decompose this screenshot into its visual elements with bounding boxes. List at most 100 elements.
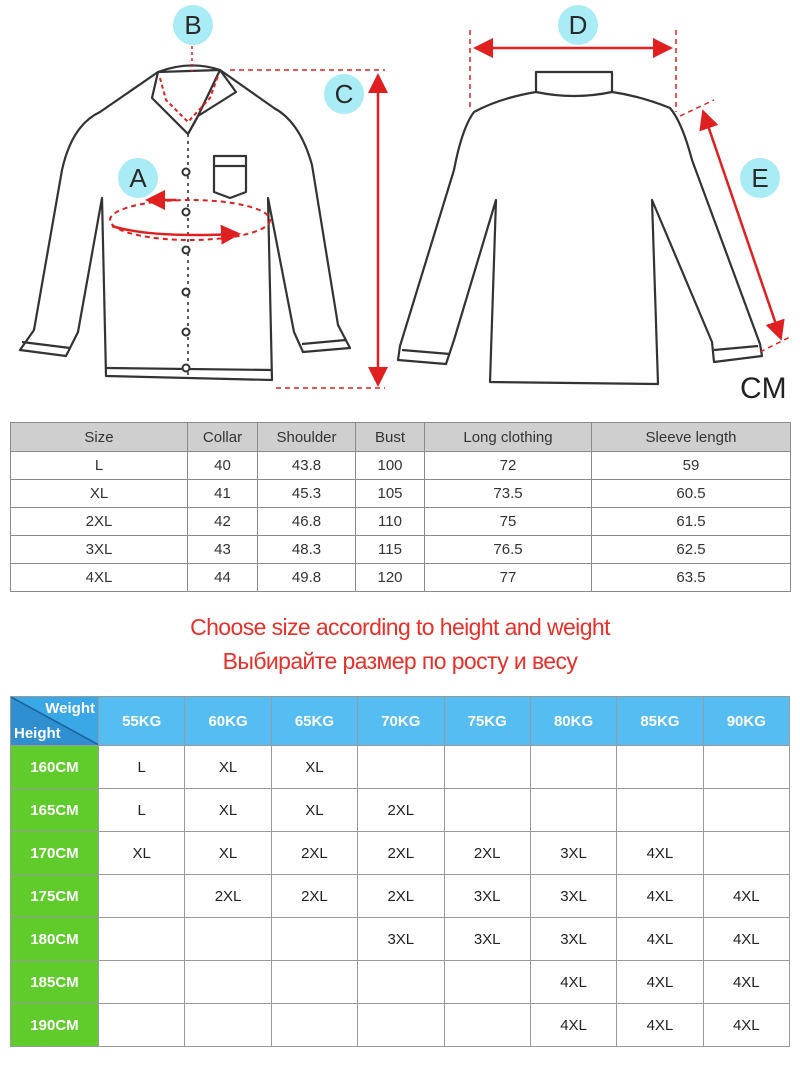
weight-header-cell: 65KG [270,696,359,746]
recommended-size-cell: 2XL [270,874,359,918]
recommended-size-cell: 4XL [529,1003,618,1047]
recommended-size-cell [616,745,704,789]
recommended-size-cell: 3XL [529,874,618,918]
recommended-size-cell: 4XL [702,917,791,961]
recommended-size-cell: L [97,745,186,789]
recommended-size-cell [443,788,531,832]
recommended-size-cell: 3XL [529,917,618,961]
measurement-cell: 73.5 [424,479,592,508]
weight-header-cell: 90KG [702,696,791,746]
recommended-size-cell [184,1003,272,1047]
height-cell: 190CM [10,1003,99,1047]
measurement-cell: 43 [187,535,258,564]
height-cell: 185CM [10,960,99,1004]
size-cell: XL [10,479,188,508]
height-cell: 175CM [10,874,99,918]
label-b-badge: B [173,5,213,45]
measurement-cell: 110 [355,507,425,536]
weight-header-cell: 80KG [529,696,618,746]
recommended-size-cell: 4XL [616,917,704,961]
weight-header-cell: 75KG [443,696,531,746]
header-collar: Collar [187,422,258,452]
back-shirt-outline [396,70,764,386]
recommended-size-cell [443,960,531,1004]
collar-measure-line [159,75,219,124]
recommended-size-cell: XL [184,831,272,875]
header-sleeve-length: Sleeve length [591,422,791,452]
corner-diagonal [11,697,98,745]
recommended-size-cell [97,874,186,918]
header-shoulder: Shoulder [257,422,356,452]
size-cell: 3XL [10,535,188,564]
sleeve-measure-arrow [699,109,785,341]
measurement-cell: 105 [355,479,425,508]
recommended-size-cell: 4XL [702,960,791,1004]
weight-header-cell: 85KG [616,696,704,746]
recommended-size-cell: 3XL [529,831,618,875]
recommended-size-cell [357,745,445,789]
recommended-size-cell [443,1003,531,1047]
measurement-cell: 46.8 [257,507,356,536]
measurement-cell: 62.5 [591,535,791,564]
size-cell: L [10,451,188,480]
recommended-size-cell: 2XL [270,831,359,875]
recommended-size-cell [357,960,445,1004]
recommended-size-cell: XL [184,788,272,832]
weight-header-cell: 70KG [357,696,445,746]
recommended-size-cell: 3XL [357,917,445,961]
measurement-cell: 61.5 [591,507,791,536]
height-cell: 180CM [10,917,99,961]
weight-height-corner: Weight Height [10,696,99,746]
recommended-size-cell [97,960,186,1004]
measurement-cell: 43.8 [257,451,356,480]
recommended-size-cell: 3XL [443,874,531,918]
recommended-size-cell [184,917,272,961]
recommended-size-cell: 2XL [357,874,445,918]
front-buttons [181,167,191,373]
size-chart-table: Size Collar Shoulder Bust Long clothing … [10,422,791,592]
recommended-size-cell: 4XL [616,1003,704,1047]
recommended-size-cell [270,917,359,961]
recommended-size-cell [702,745,791,789]
measurement-cell: 48.3 [257,535,356,564]
measurement-cell: 44 [187,563,258,592]
recommended-size-cell: XL [184,745,272,789]
recommended-size-cell [443,745,531,789]
recommended-size-cell: 4XL [702,1003,791,1047]
recommended-size-cell: 2XL [357,831,445,875]
size-table-header-row: Size Collar Shoulder Bust Long clothing … [10,422,791,452]
recommended-size-cell: XL [270,745,359,789]
measurement-cell: 100 [355,451,425,480]
header-size: Size [10,422,188,452]
measurement-cell: 49.8 [257,563,356,592]
measurement-cell: 59 [591,451,791,480]
measurement-cell: 40 [187,451,258,480]
header-bust: Bust [355,422,425,452]
recommended-size-cell [529,788,618,832]
size-cell: 4XL [10,563,188,592]
recommended-size-cell [529,745,618,789]
recommended-size-cell [357,1003,445,1047]
guide-title-ru: Выбирайте размер по росту и весу [222,648,578,674]
measurement-cell: 72 [424,451,592,480]
recommended-size-cell [702,831,791,875]
recommended-size-cell: XL [270,788,359,832]
height-cell: 160CM [10,745,99,789]
measurement-cell: 42 [187,507,258,536]
height-cell: 170CM [10,831,99,875]
weight-header-cell: 55KG [97,696,186,746]
recommended-size-cell [616,788,704,832]
recommended-size-cell: 4XL [616,874,704,918]
label-e-badge: E [740,158,780,198]
recommended-size-cell: 4XL [616,831,704,875]
recommended-size-cell [270,1003,359,1047]
